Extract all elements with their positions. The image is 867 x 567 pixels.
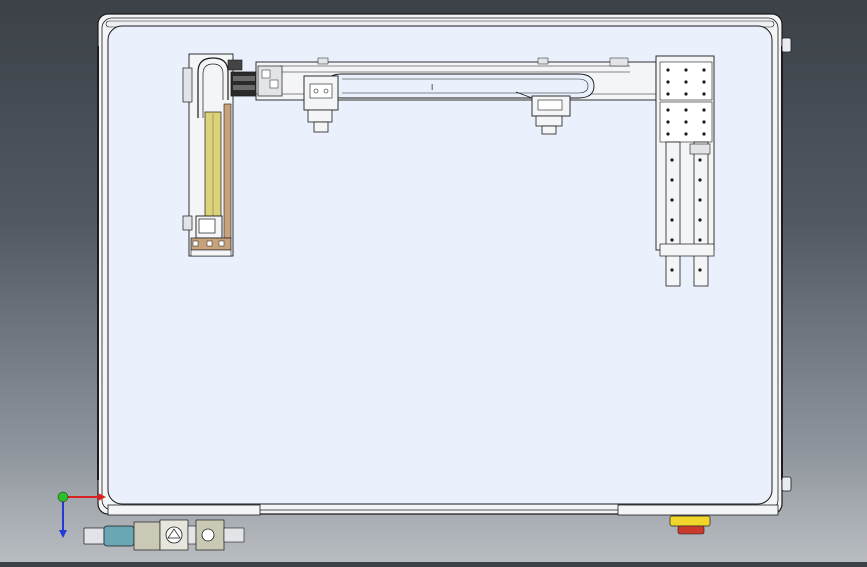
carriage-left [303, 75, 339, 133]
motor-block [230, 71, 258, 97]
bolt-hole [684, 80, 688, 84]
bolt-hole [698, 158, 702, 162]
bolt-hole [670, 238, 674, 242]
bolt-holes [666, 68, 706, 272]
bolt-hole [666, 80, 670, 84]
bolt-hole [684, 68, 688, 72]
bolt-hole [666, 92, 670, 96]
bolt-hole [670, 218, 674, 222]
bolt-hole [666, 108, 670, 112]
orientation-triad [57, 491, 106, 538]
bolt-hole [698, 268, 702, 272]
belt-slot [325, 73, 595, 99]
carriage-right [515, 91, 571, 135]
side-knob-top [781, 37, 792, 53]
bolt-hole [684, 120, 688, 124]
bolt-hole [670, 158, 674, 162]
left-vertical-axis [182, 53, 258, 257]
side-knob-bottom [781, 476, 792, 492]
bolt-hole [702, 68, 706, 72]
bottom-ledge-right [617, 504, 779, 516]
bolt-hole [684, 92, 688, 96]
cable-u-loop [197, 57, 229, 118]
bolt-hole [698, 178, 702, 182]
svg-text:I: I [431, 83, 433, 92]
bolt-hole [702, 92, 706, 96]
bolt-hole [666, 132, 670, 136]
cabinet-inner-frame [101, 17, 779, 511]
base-plate-panel [107, 25, 773, 505]
bolt-hole [702, 108, 706, 112]
bolt-hole [684, 108, 688, 112]
wood-strip [223, 103, 232, 239]
teal-coupler [103, 525, 135, 547]
bolt-hole [702, 132, 706, 136]
bolt-hole [698, 238, 702, 242]
bolt-hole [666, 68, 670, 72]
pneumatic-fittings [83, 519, 245, 551]
bottom-ledge-left [107, 504, 261, 516]
bolt-hole [670, 268, 674, 272]
bolt-hole [684, 132, 688, 136]
bolt-hole [702, 120, 706, 124]
bolt-hole [698, 198, 702, 202]
right-vertical-assembly [655, 55, 715, 287]
bolt-hole [666, 120, 670, 124]
emergency-stop-button [669, 515, 711, 535]
bolt-hole [670, 178, 674, 182]
bolt-hole [702, 80, 706, 84]
bolt-hole [698, 218, 702, 222]
bolt-hole [670, 198, 674, 202]
